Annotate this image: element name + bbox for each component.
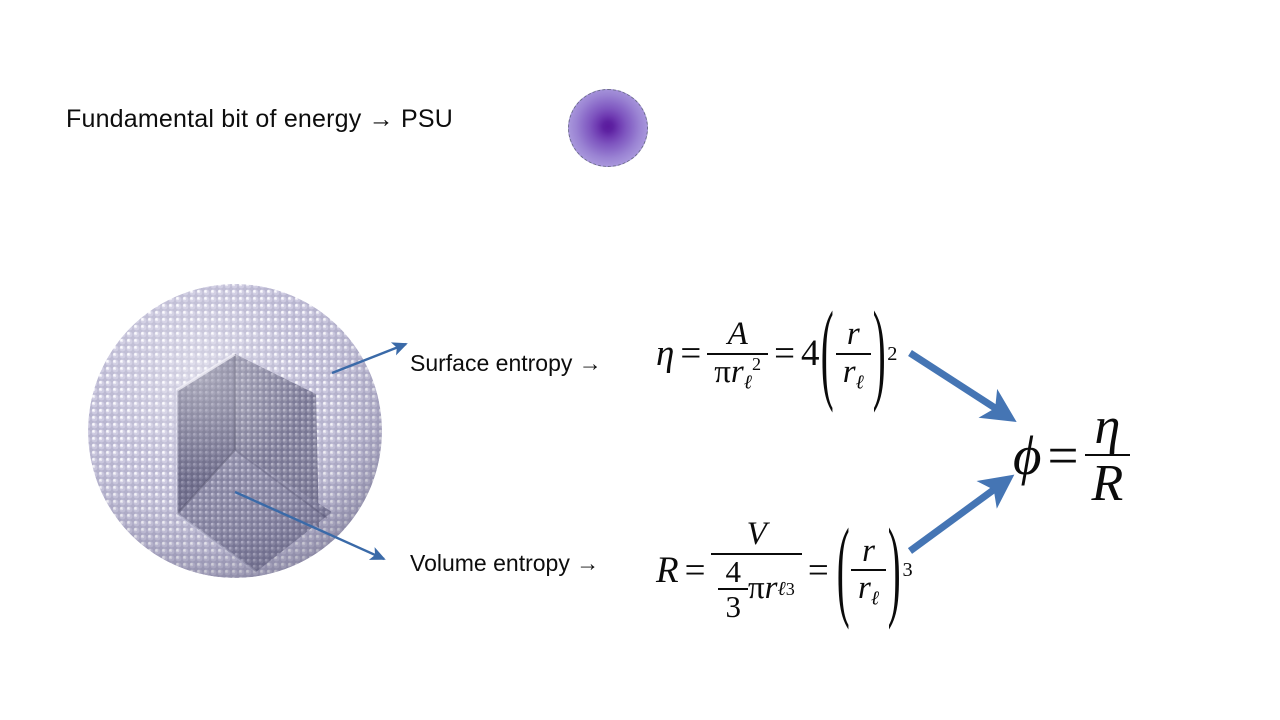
denominator-pi-r-squared: πrℓ2: [707, 353, 768, 393]
area-fraction: A πrℓ2: [707, 316, 769, 393]
denominator-R: R: [1091, 455, 1124, 513]
phi-equation: ϕ = η R: [1013, 398, 1131, 513]
psu-quantum-dot: [568, 89, 648, 167]
phi-symbol: ϕ: [1013, 424, 1042, 486]
numerator-V: V: [746, 516, 767, 552]
r-symbol: r: [764, 570, 778, 607]
phi-fraction: η R: [1084, 398, 1131, 513]
fraction-bar: [1084, 454, 1131, 457]
eta-symbol: η: [656, 333, 675, 375]
right-paren-2: ): [887, 507, 901, 633]
surface-entropy-label: Surface entropy →: [410, 350, 602, 376]
numerator-A: A: [727, 316, 748, 352]
R-to-phi-arrow: [905, 458, 1030, 563]
fraction-bar: [718, 588, 748, 591]
denominator-r-ell: rℓ: [851, 570, 886, 609]
equals-sign-1: =: [680, 333, 702, 375]
fraction-bar: [851, 569, 887, 572]
pi-symbol: π: [714, 353, 731, 390]
numerator-r: r: [862, 532, 875, 569]
equals-sign: =: [1047, 424, 1079, 486]
ratio-fraction-1: r rℓ: [835, 316, 871, 393]
denominator-r-ell: rℓ: [836, 353, 871, 393]
numerator-r: r: [846, 316, 860, 352]
eta-to-phi-arrow: [905, 345, 1030, 440]
volume-entropy-label: Volume entropy →: [410, 550, 600, 576]
R-symbol: R: [656, 549, 679, 591]
numerator-eta: η: [1094, 398, 1121, 455]
left-paren-1: (: [821, 291, 835, 417]
equals-sign-1: =: [684, 549, 706, 591]
coefficient-4: 4: [800, 333, 820, 375]
pi-symbol: π: [747, 570, 765, 607]
equals-sign-2: =: [774, 333, 795, 375]
surface-pointer-arrow: [330, 332, 420, 381]
denominator-3: 3: [725, 589, 741, 625]
r-symbol: r: [730, 353, 744, 390]
fraction-bar: [707, 352, 769, 355]
right-paren-1: ): [872, 291, 886, 417]
surface-entropy-equation: η = A πrℓ2 = 4 ( r rℓ ) 2: [656, 291, 897, 416]
page-title: Fundamental bit of energy → PSU: [66, 105, 453, 133]
lattice-sphere-cutaway: [84, 282, 386, 580]
r-symbol: r: [858, 570, 871, 607]
ell-subscript: ℓ: [855, 370, 864, 393]
fraction-bar: [835, 352, 871, 355]
r-symbol: r: [842, 353, 856, 390]
ell-subscript: ℓ: [870, 587, 880, 610]
four-thirds-fraction: 4 3: [718, 556, 748, 623]
ell-subscript: ℓ: [743, 370, 752, 393]
numerator-4: 4: [725, 553, 741, 589]
exponent-2: 2: [752, 353, 762, 374]
left-paren-2: (: [836, 507, 850, 633]
volume-pointer-arrow: [232, 470, 402, 579]
fraction-bar: [711, 552, 802, 555]
ratio-fraction-2: r rℓ: [851, 532, 887, 609]
equals-sign-2: =: [807, 549, 829, 591]
